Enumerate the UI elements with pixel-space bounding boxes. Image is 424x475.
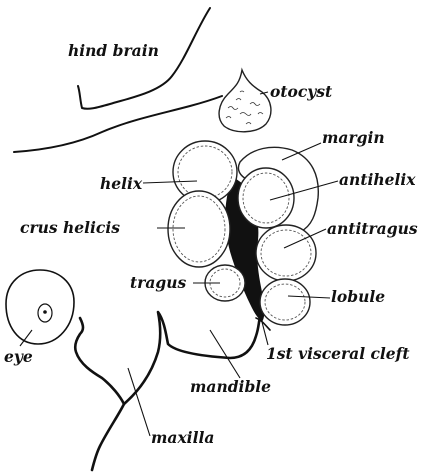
label-hind-brain: hind brain xyxy=(68,41,159,60)
antihelix-swelling xyxy=(238,168,294,228)
lobule-swelling xyxy=(260,279,310,325)
label-crus-helicis: crus helicis xyxy=(20,218,120,237)
label-antihelix: antihelix xyxy=(339,170,416,189)
mandible-leader xyxy=(210,330,240,378)
label-maxilla: maxilla xyxy=(151,428,214,447)
label-helix: helix xyxy=(100,174,143,193)
label-eye: eye xyxy=(4,347,33,366)
face-outline xyxy=(75,318,124,470)
label-margin: margin xyxy=(322,128,385,147)
crus-helicis-swelling xyxy=(168,191,230,267)
eye-pupil xyxy=(43,310,47,314)
label-lobule: lobule xyxy=(331,287,385,306)
label-antitragus: antitragus xyxy=(327,219,418,238)
label-first-visceral-cleft: 1st visceral cleft xyxy=(266,344,410,363)
antitragus-swelling xyxy=(256,225,316,281)
otocyst-shape xyxy=(219,70,271,132)
label-tragus: tragus xyxy=(130,273,186,292)
label-otocyst: otocyst xyxy=(270,82,333,101)
label-mandible: mandible xyxy=(190,377,271,396)
